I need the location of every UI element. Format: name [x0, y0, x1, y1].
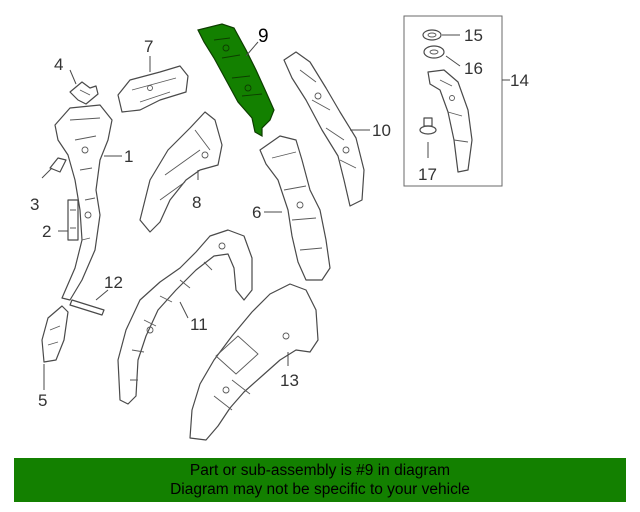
part-13-wheelhouse-outer	[189, 283, 319, 441]
banner-line-2: Diagram may not be specific to your vehi…	[170, 481, 470, 498]
callout-14: 14	[510, 71, 529, 90]
part-9-highlighted	[197, 23, 275, 138]
part-7-rail	[117, 65, 189, 113]
part-2-strip	[67, 199, 79, 241]
banner-line-1: Part or sub-assembly is #9 in diagram	[189, 462, 451, 479]
callout-6: 6	[252, 203, 261, 222]
info-banner: Part or sub-assembly is #9 in diagram Di…	[14, 458, 626, 502]
callout-10: 10	[372, 121, 391, 140]
part-3-plate	[49, 157, 67, 173]
part-1-pillar	[54, 104, 113, 301]
callout-9: 9	[258, 26, 269, 47]
callout-8: 8	[192, 193, 201, 212]
callout-17: 17	[418, 165, 437, 184]
callout-3: 3	[30, 195, 39, 214]
callout-4: 4	[54, 55, 63, 74]
part-5-plate	[41, 305, 69, 363]
part-10-pillar	[283, 51, 365, 207]
part-12-strip	[69, 299, 105, 316]
part-4-bracket	[69, 81, 99, 105]
callout-15: 15	[464, 26, 483, 45]
callout-5: 5	[38, 391, 47, 410]
callout-13: 13	[280, 371, 299, 390]
part-11-wheel-arch	[117, 229, 253, 405]
callout-16: 16	[464, 59, 483, 78]
callout-2: 2	[42, 222, 51, 241]
part-8-wheelhouse	[139, 111, 223, 233]
callout-11: 11	[190, 315, 208, 334]
callout-1: 1	[124, 147, 133, 166]
callout-7: 7	[144, 37, 153, 56]
part-6-pillar	[259, 135, 331, 281]
leader-lines	[41, 34, 510, 390]
callout-12: 12	[104, 273, 123, 292]
part-14-group	[403, 15, 503, 187]
